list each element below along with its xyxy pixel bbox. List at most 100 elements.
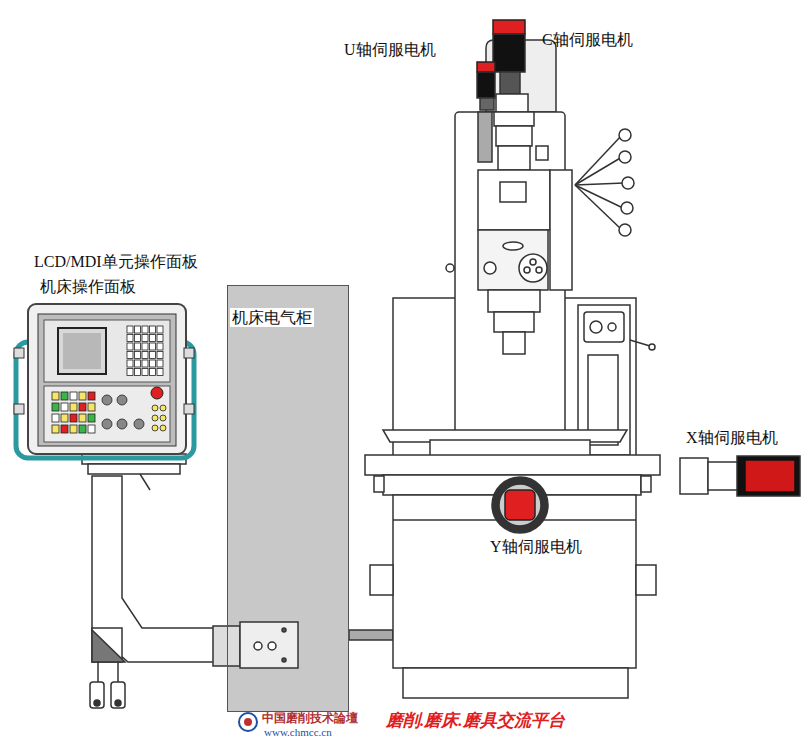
machine-part	[488, 290, 540, 312]
operator-stand-part	[92, 476, 215, 662]
control-panel-part	[117, 419, 127, 429]
control-panel-part	[134, 419, 144, 429]
control-panel-part	[127, 326, 163, 376]
watermark-logo	[239, 713, 257, 731]
control-panel-part	[14, 404, 24, 414]
panel-label: 机床操作面板	[40, 277, 136, 296]
control-panel-part	[157, 326, 163, 333]
control-panel-part	[70, 392, 77, 400]
machine-part	[403, 668, 628, 698]
machine-part	[349, 630, 393, 640]
machine-part	[374, 476, 384, 492]
operator-stand-part	[282, 628, 286, 632]
control-panel-part	[160, 425, 166, 431]
machine-part	[480, 98, 494, 110]
control-panel-part	[150, 369, 156, 376]
machine-part	[496, 94, 528, 112]
control-panel-part	[150, 326, 156, 333]
operator-stand-part	[97, 662, 99, 682]
machine-part	[641, 476, 651, 492]
operator-stand-part	[111, 682, 125, 708]
control-panel-part	[52, 403, 59, 411]
operator-stand	[82, 454, 298, 708]
machine-part	[503, 332, 525, 354]
cabinet-box: 机床电气柜	[227, 285, 349, 712]
machine-part	[745, 460, 795, 492]
control-panel-part	[44, 386, 170, 442]
motor-label: U轴伺服电机	[344, 40, 436, 59]
operator-stand-part	[254, 642, 262, 650]
machine-part	[584, 312, 624, 342]
control-panel-part	[61, 414, 68, 422]
machine-part	[636, 565, 656, 595]
control-panel-part	[142, 326, 148, 333]
control-panel-part	[184, 348, 194, 358]
machine-part	[575, 157, 622, 185]
control-panel-part	[142, 343, 148, 350]
machine-part	[492, 477, 548, 533]
control-panel-part	[117, 395, 127, 405]
control-panel-part	[157, 352, 163, 359]
control-panel-part	[135, 369, 141, 376]
control-panel-part	[88, 414, 95, 422]
control-panel-part	[150, 360, 156, 367]
machine-part	[575, 135, 622, 185]
machine-part	[370, 565, 393, 595]
control-panel-part	[88, 392, 95, 400]
machine-part	[708, 462, 738, 490]
control-panel-part	[127, 343, 133, 350]
control-panel-part	[70, 425, 77, 433]
electrical-cabinet-part	[227, 285, 349, 712]
control-panel-part	[79, 403, 86, 411]
machine-part	[499, 484, 541, 526]
control-panel-part	[142, 335, 148, 342]
operator-stand-part	[90, 682, 104, 708]
control-panel-part	[102, 419, 112, 429]
operator-stand-part	[117, 662, 119, 682]
operator-stand-part	[115, 700, 121, 706]
operator-stand-part	[268, 642, 276, 650]
operator-stand-part	[92, 630, 125, 662]
watermark: 中国磨削技术論壇	[262, 711, 358, 725]
control-panel-part	[79, 414, 86, 422]
control-panel-part	[38, 314, 176, 446]
control-panel-part	[61, 392, 68, 400]
watermark-logo-part	[244, 718, 252, 726]
machine-part	[575, 185, 622, 230]
machine-part	[494, 112, 534, 126]
machine-part	[493, 20, 525, 34]
machine-part	[477, 72, 495, 98]
machine-part	[619, 224, 631, 236]
control-panel-part	[70, 403, 77, 411]
control-panel	[14, 304, 194, 458]
machine-part	[484, 262, 496, 274]
machine-part	[478, 230, 548, 290]
machine-part	[478, 112, 492, 162]
control-panel-part	[88, 425, 95, 433]
machine-part	[494, 312, 534, 332]
control-panel-part	[152, 405, 158, 411]
control-panel-part	[160, 415, 166, 421]
control-panel-part	[152, 425, 158, 431]
machine-part	[619, 129, 631, 141]
machine-part	[498, 146, 530, 170]
machine-part	[619, 151, 631, 163]
control-panel-part	[58, 328, 106, 374]
watermark: 磨削.磨床.磨具交流平台	[386, 711, 565, 731]
machine-part	[446, 264, 454, 272]
control-panel-part	[127, 360, 133, 367]
motor-label: X轴伺服电机	[686, 428, 778, 447]
machine-part	[550, 170, 572, 290]
control-panel-part	[157, 335, 163, 342]
control-panel-part	[61, 425, 68, 433]
control-panel-part	[142, 352, 148, 359]
operator-stand-part	[240, 622, 298, 668]
control-panel-part	[28, 304, 186, 454]
control-panel-part	[79, 425, 86, 433]
machine-part	[496, 126, 532, 146]
machine-part	[590, 321, 602, 333]
control-panel-part	[44, 320, 170, 382]
machine-part	[575, 183, 624, 185]
